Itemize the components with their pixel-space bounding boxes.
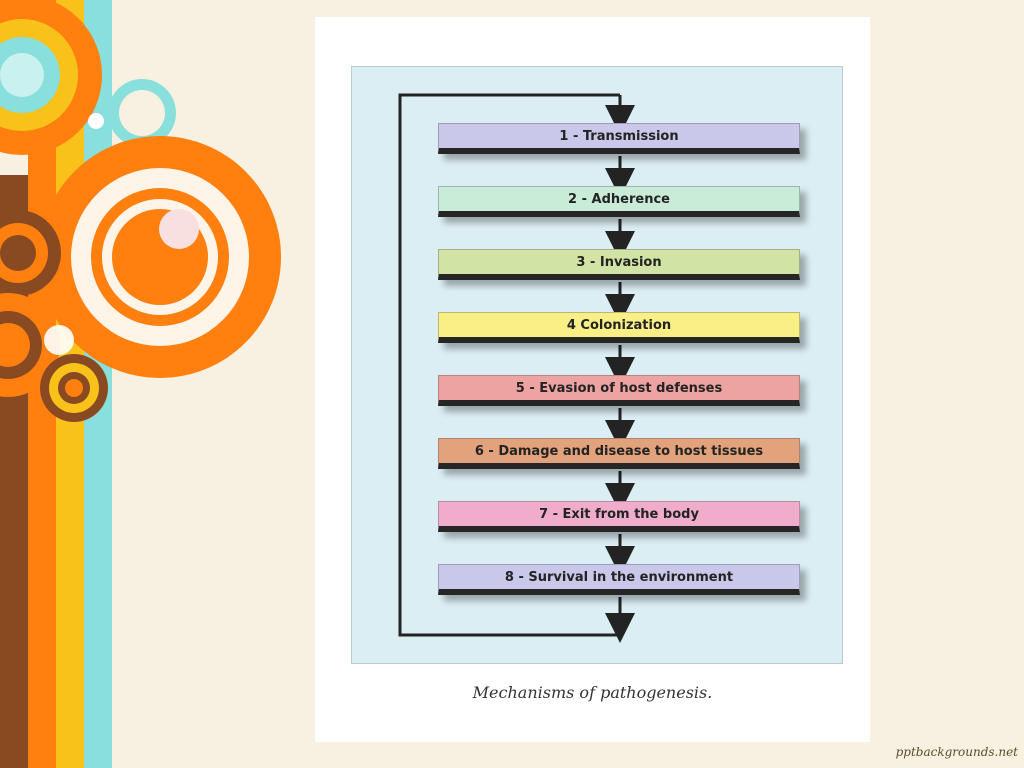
watermark: pptbackgrounds.net (895, 745, 1018, 759)
flow-step-4: 4 Colonization (438, 312, 800, 343)
lower-left-orange-ring-inner-icon (0, 323, 30, 367)
large-highlight-circle-icon (159, 209, 199, 249)
loop-back-connector (398, 93, 620, 637)
flow-step-1: 1 - Transmission (438, 123, 800, 154)
decorative-stripes-and-circles (0, 0, 281, 768)
aqua-ring-center-icon (119, 90, 165, 136)
flow-step-7: 7 - Exit from the body (438, 501, 800, 532)
flow-step-8: 8 - Survival in the environment (438, 564, 800, 595)
flow-step-2: 2 - Adherence (438, 186, 800, 217)
top-left-dot-icon (0, 53, 44, 97)
small-white-circle-icon (88, 113, 104, 129)
flow-step-6: 6 - Damage and disease to host tissues (438, 438, 800, 469)
flow-arrows (398, 93, 635, 643)
diagram-card: 1 - Transmission 2 - Adherence 3 - Invasio… (315, 17, 870, 742)
brown-target-dot-icon (65, 379, 83, 397)
flow-step-3: 3 - Invasion (438, 249, 800, 280)
left-brown-ring-dot-icon (0, 235, 36, 271)
flow-step-5: 5 - Evasion of host defenses (438, 375, 800, 406)
pathogenesis-flowchart: 1 - Transmission 2 - Adherence 3 - Invasio… (351, 66, 843, 664)
figure-caption: Mechanisms of pathogenesis. (472, 683, 713, 702)
white-bubble-icon (44, 325, 74, 355)
